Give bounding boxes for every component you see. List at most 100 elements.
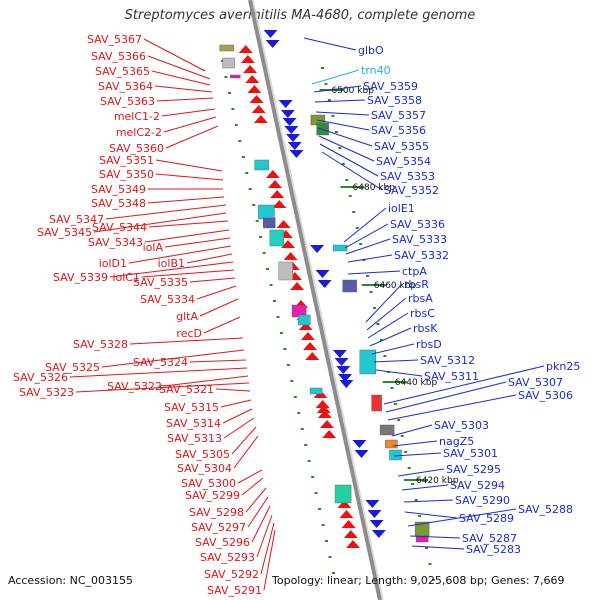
forward-gene-arrow — [322, 430, 337, 438]
gene-feature-box — [332, 244, 348, 252]
reverse-gene-arrow — [367, 510, 382, 518]
left-label-leader — [215, 388, 251, 392]
track-tick — [345, 179, 349, 181]
left-label-leader — [144, 229, 230, 243]
track-tick — [297, 412, 301, 414]
right-label-leader — [345, 238, 391, 255]
right-label-leader — [318, 135, 375, 162]
reverse-gene-arrow — [287, 142, 302, 150]
right-label-leader — [397, 468, 445, 477]
gene-feature-box — [342, 279, 357, 293]
gene-label-left: SAV_5297 — [191, 521, 246, 534]
gene-label-left: SAV_5334 — [140, 293, 195, 306]
forward-gene-arrow — [303, 342, 318, 350]
track-tick — [321, 524, 325, 526]
kbp-marker: 6500 kbp — [332, 86, 375, 96]
gene-label-left: SAV_5300 — [181, 477, 236, 490]
gene-label-right: SAV_5358 — [367, 94, 422, 107]
gene-label-right: rbsD — [416, 338, 442, 351]
gene-label-left: SAV_5335 — [133, 276, 188, 289]
gene-feature-box — [298, 314, 311, 326]
left-label-leader — [220, 399, 252, 408]
forward-gene-arrow — [305, 352, 320, 360]
left-label-leader — [163, 375, 249, 387]
gene-label-left: iolA — [143, 241, 164, 254]
track-tick — [328, 556, 332, 558]
left-label-leader — [189, 277, 236, 283]
gene-label-left: SAV_5364 — [98, 80, 153, 93]
gene-label-left: recD — [176, 327, 202, 340]
gene-label-left: SAV_5292 — [204, 568, 259, 581]
gene-label-left: SAV_5344 — [92, 221, 147, 234]
right-label-leader — [367, 312, 409, 339]
left-label-leader — [93, 212, 227, 233]
gene-label-right: SAV_5290 — [455, 494, 510, 507]
left-label-leader — [128, 245, 232, 264]
track-tick — [366, 275, 370, 277]
gene-label-left: SAV_5298 — [189, 506, 244, 519]
track-tick — [262, 252, 266, 254]
gene-label-left: SAV_5360 — [109, 142, 164, 155]
gene-feature-box — [230, 74, 241, 79]
reverse-gene-arrow — [289, 150, 304, 158]
gene-label-left: SAV_5304 — [177, 462, 232, 475]
gene-label-left: SAV_5366 — [91, 50, 146, 63]
forward-gene-arrow — [341, 520, 356, 528]
right-label-leader — [393, 452, 442, 457]
gene-label-right: SAV_5307 — [508, 376, 563, 389]
track-tick — [245, 172, 249, 174]
track-tick — [300, 428, 304, 430]
gene-label-left: SAV_5314 — [166, 417, 221, 430]
track-tick — [311, 476, 315, 478]
track-tick — [352, 211, 356, 213]
gene-label-left: SAV_5299 — [185, 489, 240, 502]
left-label-leader — [256, 514, 273, 558]
left-label-leader — [186, 253, 233, 264]
gene-label-left: SAV_5339 — [53, 271, 108, 284]
gene-label-left: SAV_5296 — [195, 536, 250, 549]
gene-label-right: SAV_5356 — [371, 124, 426, 137]
right-label-leader — [404, 511, 458, 519]
track-tick — [273, 300, 276, 302]
forward-gene-arrow — [298, 322, 313, 330]
gene-label-left: iolD1 — [99, 257, 127, 270]
track-tick — [431, 579, 435, 581]
right-label-leader — [373, 359, 419, 363]
gene-label-right: SAV_5333 — [392, 233, 447, 246]
left-label-leader — [109, 261, 234, 278]
gene-label-right: SAV_5353 — [380, 170, 435, 183]
left-label-leader — [245, 487, 267, 513]
left-label-leader — [105, 204, 227, 220]
track-tick — [376, 323, 380, 325]
left-label-leader — [251, 505, 271, 543]
forward-gene-arrow — [243, 65, 258, 73]
track-tick — [276, 316, 280, 318]
track-tick — [318, 508, 322, 510]
forward-gene-arrow — [270, 190, 285, 198]
reverse-gene-arrow — [369, 520, 384, 528]
gene-label-right: ctpA — [402, 265, 427, 278]
left-label-leader — [147, 196, 225, 204]
right-label-leader — [343, 207, 387, 243]
right-label-leader — [347, 270, 401, 275]
reverse-gene-arrow — [278, 100, 293, 108]
reverse-gene-arrow — [354, 450, 369, 458]
gene-label-left: SAV_5343 — [88, 236, 143, 249]
forward-gene-arrow — [251, 105, 266, 113]
track-tick — [255, 220, 259, 222]
left-label-leader — [154, 85, 213, 93]
left-label-leader — [231, 426, 257, 455]
gene-feature-box — [379, 424, 395, 436]
track-tick — [290, 380, 294, 382]
reverse-gene-arrow — [338, 374, 353, 382]
gene-label-left: melC2-2 — [116, 126, 162, 139]
gene-feature-box — [278, 261, 293, 281]
track-tick — [283, 348, 287, 350]
track-tick — [414, 499, 418, 501]
map-title: Streptomyces avermitilis MA-4680, comple… — [124, 8, 476, 23]
genome-backbone — [248, 0, 382, 600]
accession-text: Accession: NC_003155 — [8, 574, 134, 587]
right-label-leader — [392, 440, 438, 447]
gene-label-left: SAV_5315 — [164, 401, 219, 414]
